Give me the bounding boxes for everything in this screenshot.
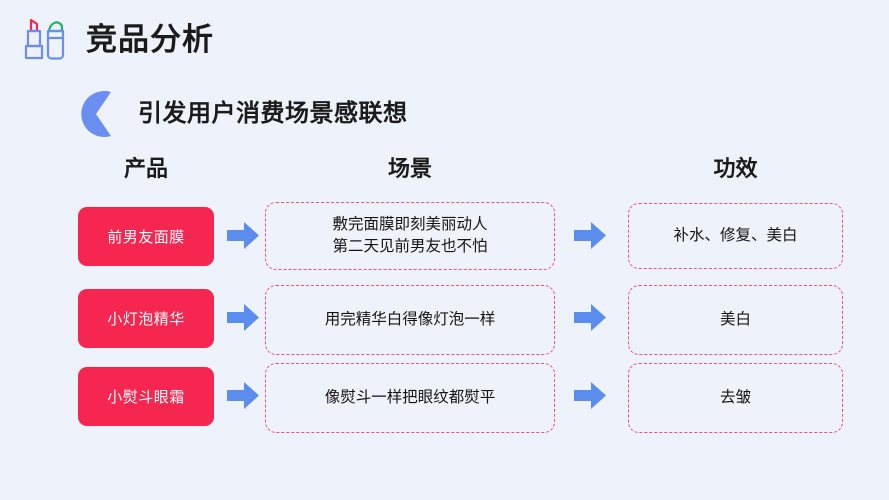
scene-box: 用完精华白得像灯泡一样 bbox=[265, 285, 555, 355]
table-row: 小熨斗眼霜 像熨斗一样把眼纹都熨平 去皱 bbox=[0, 363, 889, 433]
pacman-arc-icon bbox=[80, 90, 122, 138]
table-row: 小灯泡精华 用完精华白得像灯泡一样 美白 bbox=[0, 285, 889, 355]
subtitle-text: 引发用户消费场景感联想 bbox=[138, 100, 408, 127]
page-title: 竞品分析 bbox=[86, 21, 214, 57]
scene-box: 敷完面膜即刻美丽动人 第二天见前男友也不怕 bbox=[265, 202, 555, 270]
arrow-right-icon bbox=[573, 220, 607, 251]
effect-box: 补水、修复、美白 bbox=[628, 203, 843, 269]
arrow-right-icon bbox=[226, 220, 260, 251]
effect-box: 美白 bbox=[628, 285, 843, 355]
cosmetics-lipstick-brush-icon bbox=[18, 14, 72, 64]
product-chip[interactable]: 小熨斗眼霜 bbox=[78, 367, 214, 426]
column-header-scene: 场景 bbox=[387, 156, 432, 181]
arrow-right-icon bbox=[226, 380, 260, 411]
column-header-effect: 功效 bbox=[713, 156, 758, 181]
product-chip[interactable]: 前男友面膜 bbox=[78, 207, 214, 266]
arrow-right-icon bbox=[226, 302, 260, 333]
table-row: 前男友面膜 敷完面膜即刻美丽动人 第二天见前男友也不怕 补水、修复、美白 bbox=[0, 202, 889, 270]
scene-box: 像熨斗一样把眼纹都熨平 bbox=[265, 363, 555, 433]
slide-subtitle-row: 引发用户消费场景感联想 bbox=[80, 90, 408, 138]
arrow-right-icon bbox=[573, 302, 607, 333]
effect-box: 去皱 bbox=[628, 363, 843, 433]
arrow-right-icon bbox=[573, 380, 607, 411]
column-header-product: 产品 bbox=[123, 156, 168, 181]
slide-title-row: 竞品分析 bbox=[18, 14, 214, 64]
product-chip[interactable]: 小灯泡精华 bbox=[78, 289, 214, 348]
